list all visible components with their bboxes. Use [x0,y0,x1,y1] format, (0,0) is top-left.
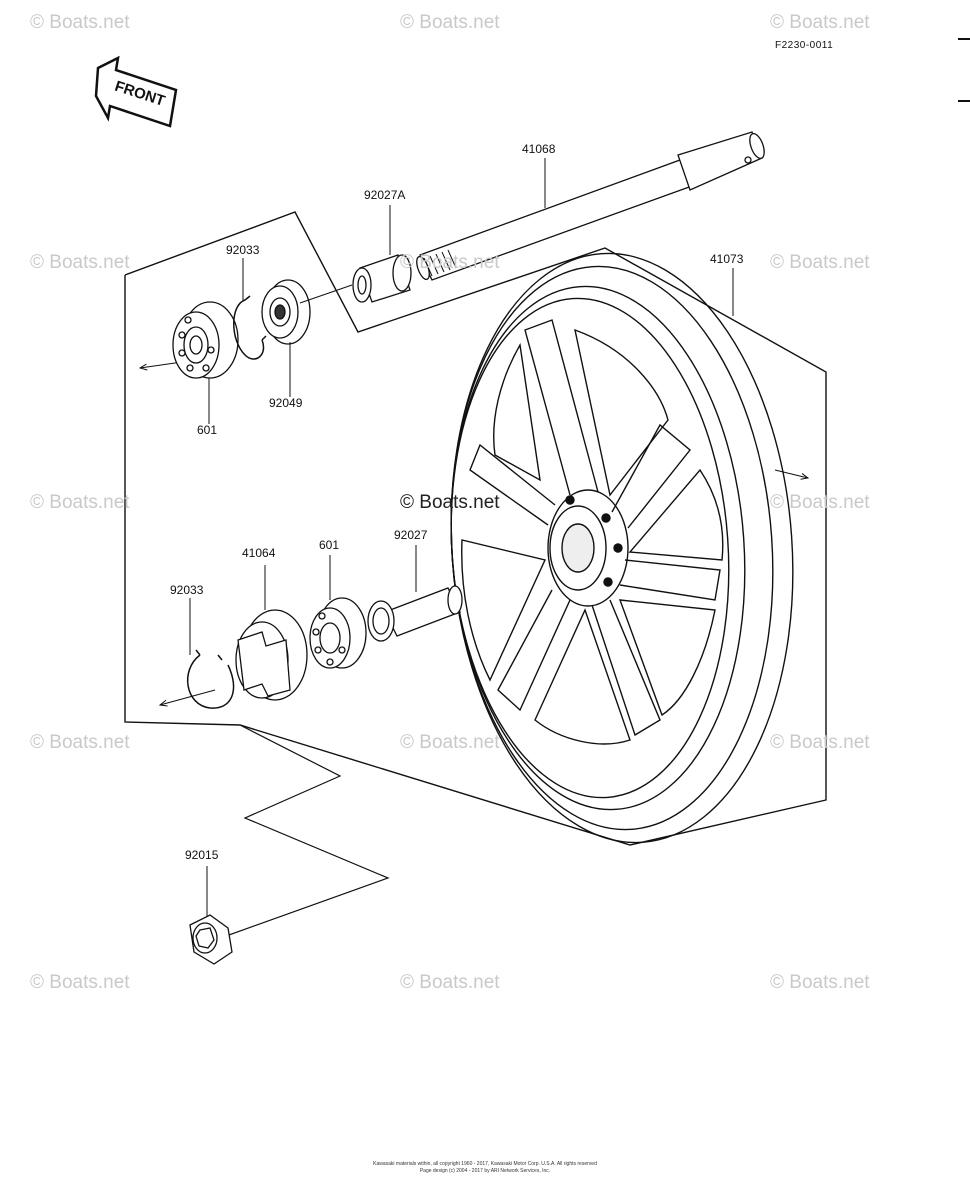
collar-92027A [352,254,412,303]
edge-mark-mid [958,100,970,102]
seal-92049 [261,279,311,345]
watermark-5: © Boats.net [400,252,500,273]
part-label-92033-top[interactable]: 92033 [226,243,260,257]
watermark-9: © Boats.net [770,492,870,513]
bearing-601-bottom [309,597,367,669]
watermark-8: © Boats.net [400,492,500,513]
leader-lines [189,158,734,916]
watermark-4: © Boats.net [30,252,130,273]
edge-mark-top [958,38,970,40]
watermark-11: © Boats.net [400,732,500,753]
circlip-92033-top [233,295,267,360]
part-label-41073[interactable]: 41073 [710,252,744,266]
assembly-outline [124,211,827,846]
watermark-1: © Boats.net [30,12,130,33]
part-label-92027A[interactable]: 92027A [364,188,406,202]
direction-arrow-right [774,469,808,478]
part-label-92027[interactable]: 92027 [394,528,428,542]
part-label-41064[interactable]: 41064 [242,546,276,560]
coupling-41064 [235,609,308,701]
part-label-92049[interactable]: 92049 [269,396,303,410]
circlip-92033-bottom [186,649,235,709]
figure-code: F2230-0011 [775,40,834,51]
part-label-92015[interactable]: 92015 [185,848,219,862]
watermark-13: © Boats.net [30,972,130,993]
axle-41068 [416,131,765,281]
watermark-6: © Boats.net [770,252,870,273]
nut-leader-zigzag [214,724,390,941]
copyright-line-2: Page design (c) 2004 - 2017 by ARI Netwo… [419,1168,551,1174]
copyright-line-1: Kawasaki materials within, all copyright… [373,1161,597,1167]
watermark-12: © Boats.net [770,732,870,753]
part-label-601-top[interactable]: 601 [197,423,218,437]
part-label-601-bottom[interactable]: 601 [319,538,340,552]
watermark-7: © Boats.net [30,492,130,513]
watermark-14: © Boats.net [400,972,500,993]
watermark-10: © Boats.net [30,732,130,753]
part-label-92033-bottom[interactable]: 92033 [170,583,204,597]
direction-arrow-bottom [160,689,216,705]
part-label-41068[interactable]: 41068 [522,142,556,156]
axle-centerline-top [299,284,353,304]
bearing-601-top [172,301,239,379]
nut-92015 [189,914,233,965]
watermark-2: © Boats.net [400,12,500,33]
watermark-15: © Boats.net [770,972,870,993]
watermark-3: © Boats.net [770,12,870,33]
collar-92027 [367,585,463,642]
wheel-41073 [450,252,794,844]
front-arrow-icon: FRONT [94,55,178,128]
